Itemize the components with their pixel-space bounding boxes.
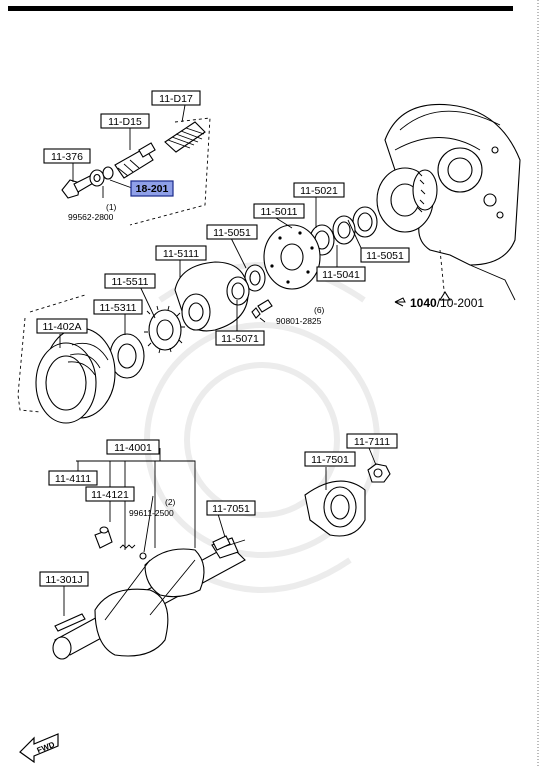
qty-99611: (2) [165,497,176,507]
eccentric-part [174,261,249,332]
svg-text:11-D17: 11-D17 [159,93,193,105]
svg-text:11-5111: 11-5111 [163,248,199,260]
reference-note[interactable]: 1040/10-2001 [394,296,484,310]
steel-ball [139,552,147,560]
callout-d17[interactable]: 11-D17 [151,90,201,106]
svg-text:11-301J: 11-301J [45,574,82,586]
callout-5511[interactable]: 11-5511 [104,273,156,289]
crank-hub [376,167,438,233]
stationary-gear [304,480,366,537]
o-ring-part [102,166,114,180]
eccentric-shaft [52,537,246,660]
svg-text:11-5051: 11-5051 [366,250,404,262]
plunger-part [114,142,156,179]
callout-5041[interactable]: 11-5041 [316,266,366,282]
leader-lines [59,196,377,616]
callout-5011[interactable]: 11-5011 [253,203,305,219]
fwd-arrow-icon: FWD [19,733,59,764]
part-90801: 90801-2825 [276,316,322,326]
svg-text:11-7111: 11-7111 [354,436,390,448]
callout-402a[interactable]: 11-402A [36,318,88,334]
svg-text:11-402A: 11-402A [43,321,82,333]
svg-text:11-D15: 11-D15 [108,116,142,128]
part-99562: 99562-2800 [68,212,114,222]
qty-99562: (1) [106,202,117,212]
callout-5051-right[interactable]: 11-5051 [360,247,410,263]
callout-7051[interactable]: 11-7051 [206,500,256,516]
svg-text:11-4121: 11-4121 [91,489,129,501]
watermark-crest [144,262,380,593]
thrust-plate [263,224,321,290]
top-rule [8,6,513,11]
callout-5111[interactable]: 11-5111 [155,245,207,261]
needle-bearing [244,264,266,292]
svg-text:11-5311: 11-5311 [100,302,137,314]
jet-plug [94,526,113,549]
svg-text:11-5071: 11-5071 [221,333,259,345]
callout-5071[interactable]: 11-5071 [215,330,265,346]
drive-gear [144,305,185,354]
arrow-ref-icon [394,297,406,307]
svg-text:18-201: 18-201 [136,183,169,195]
engine-block [384,103,521,301]
svg-text:11-7051: 11-7051 [212,503,250,515]
standard-part-numbers: (1) 99562-2800 (6) 90801-2825 (2) 99611-… [68,202,325,518]
jet-spring [119,544,136,549]
callout-7111[interactable]: 11-7111 [346,433,398,449]
svg-text:1040/10-2001: 1040/10-2001 [410,296,484,310]
svg-text:11-5511: 11-5511 [112,276,149,288]
main-pulley [17,294,116,424]
callout-labels: 11-D17 11-D15 11-376 18-201 11-5021 11-5… [36,90,410,587]
key-part [212,535,231,551]
balancer-weight [109,333,145,379]
svg-text:11-5011: 11-5011 [261,206,298,218]
plate-bolt [251,299,273,319]
svg-text:11-376: 11-376 [51,151,83,163]
tensioner-group [61,104,211,226]
callout-376[interactable]: 11-376 [43,148,91,164]
callout-4111[interactable]: 11-4111 [48,470,98,486]
callout-4001[interactable]: 11-4001 [106,439,160,455]
callout-5051-upper[interactable]: 11-5051 [206,224,258,240]
svg-text:11-5021: 11-5021 [300,185,338,197]
callout-7501[interactable]: 11-7501 [304,451,356,467]
callout-5311[interactable]: 11-5311 [93,299,143,315]
spring-part [164,121,206,153]
part-99611: 99611-2500 [129,508,174,518]
callout-301j[interactable]: 11-301J [39,571,89,587]
svg-text:11-5041: 11-5041 [322,269,360,281]
svg-text:11-4111: 11-4111 [55,473,91,485]
dowel-pin [54,613,86,632]
svg-text:11-7501: 11-7501 [311,454,349,466]
callout-18-201-highlighted[interactable]: 18-201 [130,180,174,197]
callout-4121[interactable]: 11-4121 [85,486,135,502]
qty-90801: (6) [314,305,325,315]
svg-text:11-4001: 11-4001 [114,442,152,454]
callout-5021[interactable]: 11-5021 [293,182,345,198]
svg-text:11-5051: 11-5051 [213,227,251,239]
callout-d15[interactable]: 11-D15 [100,113,150,129]
